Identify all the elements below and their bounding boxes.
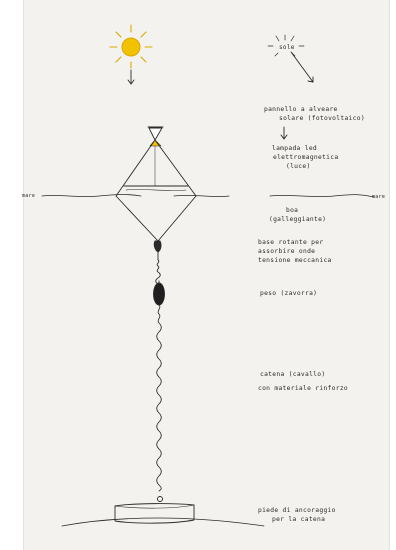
note-led-line1: lampada led <box>272 145 318 152</box>
down-arrow-icon <box>127 69 135 85</box>
note-base-line1: base rotante per <box>258 239 324 246</box>
note-base-line3: tensione meccanica <box>258 257 332 264</box>
note-buoy-line2: (galleggiante) <box>269 216 327 223</box>
note-base-line2: assorbire onde <box>258 248 316 255</box>
note-solar-panel-line2: solare (fotovoltaico) <box>279 115 365 122</box>
anchor-block <box>114 496 195 524</box>
note-anchor-line1: piede di ancoraggio <box>258 507 336 514</box>
sea-line-right <box>269 194 375 198</box>
weight <box>153 280 165 306</box>
note-anchor-line2: per la catena <box>272 516 326 523</box>
buoy-body <box>115 126 197 261</box>
sun-icon <box>109 24 153 69</box>
buoy-sketch <box>41 24 375 527</box>
sun-ray-label: sole <box>279 44 295 51</box>
note-weight: peso (zavorra) <box>260 290 318 297</box>
sea-line-left <box>41 194 230 197</box>
down-arrow-small-icon <box>280 126 288 140</box>
note-solar-panel-line1: pannello a alveare <box>264 106 338 113</box>
note-buoy-line1: boa <box>286 207 299 214</box>
note-chain-line2: con materiale rinforzo <box>258 385 349 392</box>
note-led-line2: elettromagnetica <box>273 154 339 161</box>
paper-sheet: mare mare sole pannello a alveare solare… <box>22 0 389 550</box>
sea-label-right: mare <box>372 194 386 200</box>
note-led-line3: (luce) <box>286 163 311 170</box>
chain-lower <box>156 304 162 492</box>
sea-label-left: mare <box>22 193 36 199</box>
seabed <box>61 517 265 527</box>
diagonal-arrow-icon <box>290 51 314 83</box>
note-chain-line1: catena (cavallo) <box>260 371 326 378</box>
